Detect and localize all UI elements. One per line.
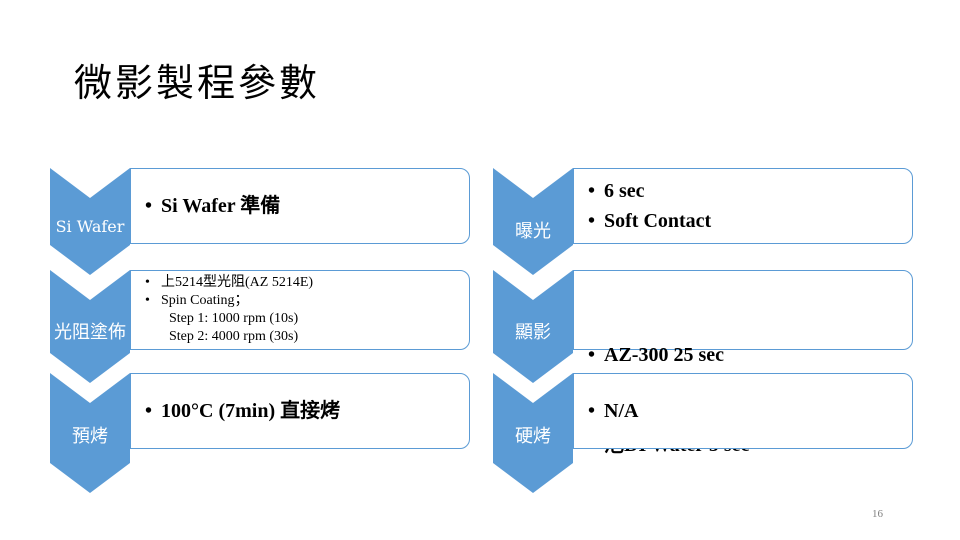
sub-line: Step 1: 1000 rpm (10s) [169,311,299,326]
chevron-shape [493,270,573,383]
step-card-photoresist-coating: 上5214型光阻(AZ 5214E) Spin Coating； Step 1:… [130,270,470,350]
step-card-si-wafer: Si Wafer 準備 [130,168,470,244]
step-label: 顯影 [515,322,551,343]
step-chevron-si-wafer: Si Wafer [50,168,130,275]
bullet-text: 100°C (7min) 直接烤 [145,396,463,426]
step-label: 光阻塗佈 [54,322,126,343]
sub-line: Step 2: 4000 rpm (30s) [169,329,299,344]
step-label: 硬烤 [515,426,551,447]
slide-title: 微影製程參數 [74,61,321,105]
step-card-exposure: 6 sec Soft Contact [573,168,913,244]
step-chevron-pre-bake: 預烤 [50,373,130,493]
bullet-text: Soft Contact [588,206,906,236]
page-number: 16 [872,508,883,520]
step-card-pre-bake: 100°C (7min) 直接烤 [130,373,470,449]
bullet-text: 上5214型光阻(AZ 5214E) [145,274,463,292]
step-chevron-development: 顯影 [493,270,573,383]
chevron-shape [50,168,130,275]
chevron-shape [493,168,573,275]
bullet-text: AZ-300 25 sec [588,340,906,370]
step-card-development: AZ-300 25 sec 泡DI Water 5 sec [573,270,913,460]
step-chevron-exposure: 曝光 [493,168,573,275]
bullet-text: N/A [588,396,906,426]
bullet-text: Spin Coating； [145,292,463,310]
step-card-hard-bake: N/A [573,373,913,449]
step-label: Si Wafer [55,217,125,236]
chevron-shape [50,270,130,383]
chevron-shape [493,373,573,493]
step-label: 預烤 [72,426,108,447]
step-chevron-hard-bake: 硬烤 [493,373,573,493]
step-label: 曝光 [515,221,551,242]
step-chevron-photoresist-coating: 光阻塗佈 [50,270,130,383]
chevron-shape [50,373,130,493]
bullet-text: Si Wafer 準備 [145,191,463,221]
bullet-text: 6 sec [588,176,906,206]
